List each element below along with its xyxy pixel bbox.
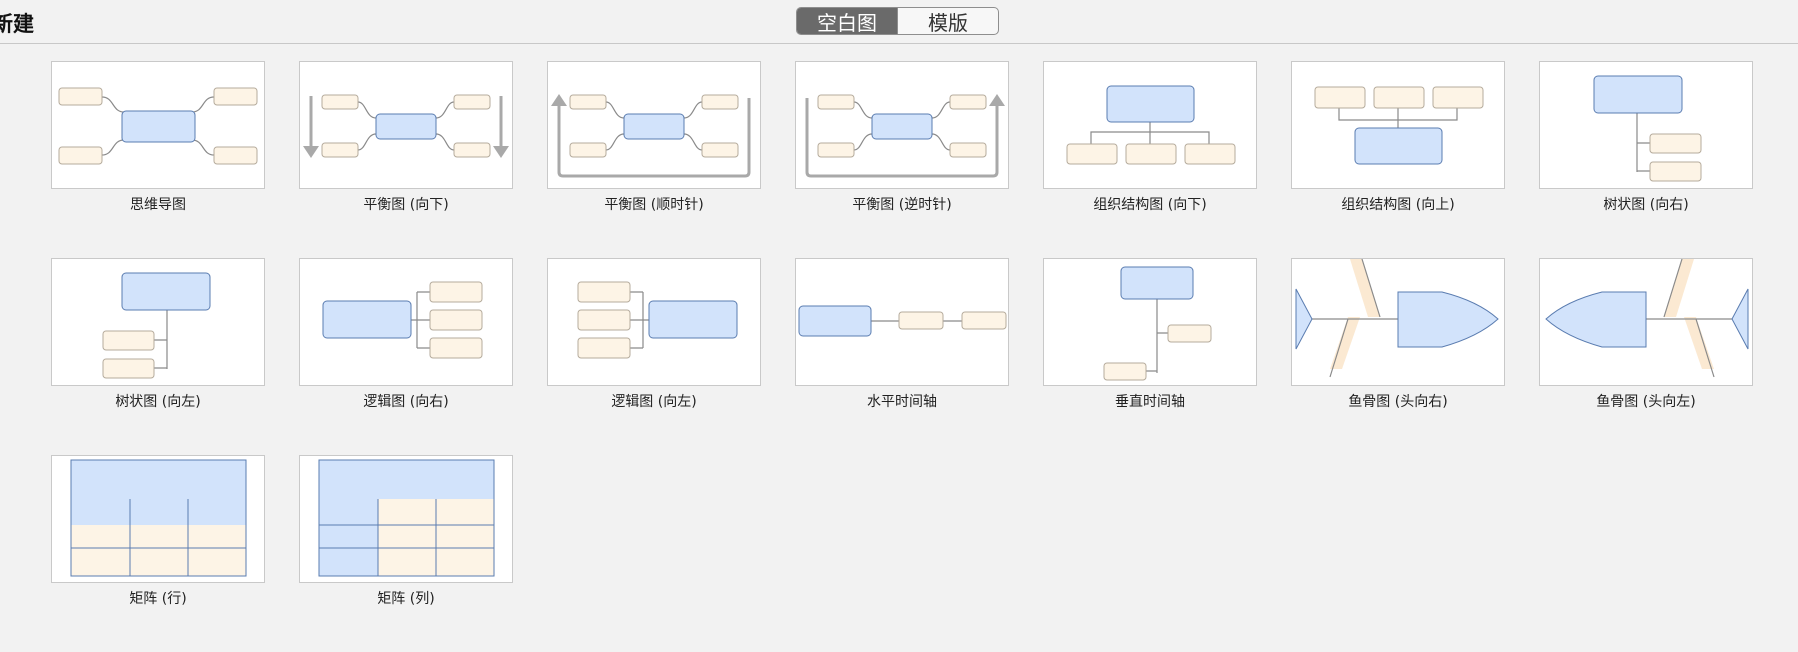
logic-right-icon [322,281,483,359]
balance-down-icon [303,94,509,158]
template-label: 树状图 (向左) [115,394,201,410]
templates-tab[interactable]: 模版 [897,8,998,34]
blank-diagram-tab[interactable]: 空白图 [797,8,897,34]
tree-left-icon [102,272,211,379]
org-chart-down-icon [1066,85,1236,165]
template-tile[interactable]: 逻辑图 (向左) [547,258,761,438]
template-thumbnail [1539,61,1753,189]
template-label: 组织结构图 (向下) [1093,197,1207,213]
matrix-rows-icon [70,459,247,577]
template-thumbnail [51,61,265,189]
template-thumbnail [1291,258,1505,386]
template-label: 水平时间轴 [867,394,937,410]
balance-clockwise-icon [551,94,751,178]
template-label: 组织结构图 (向上) [1341,197,1455,213]
template-tile[interactable]: 平衡图 (顺时针) [547,61,761,241]
template-tile[interactable]: 组织结构图 (向上) [1291,61,1505,241]
template-thumbnail [299,455,513,583]
template-thumbnail [51,455,265,583]
fishbone-right-icon [1295,259,1499,378]
template-thumbnail [795,258,1009,386]
template-thumbnail [547,61,761,189]
horizontal-timeline-icon [798,305,1007,337]
template-tile[interactable]: 平衡图 (向下) [299,61,513,241]
template-label: 鱼骨图 (头向左) [1596,394,1696,410]
template-tile[interactable]: 平衡图 (逆时针) [795,61,1009,241]
template-label: 平衡图 (向下) [363,197,449,213]
template-label: 平衡图 (顺时针) [604,197,704,213]
template-label: 垂直时间轴 [1115,394,1185,410]
template-tile[interactable]: 树状图 (向左) [51,258,265,438]
tree-right-icon [1593,75,1702,182]
template-thumbnail [299,258,513,386]
template-thumbnail [1539,258,1753,386]
template-label: 逻辑图 (向左) [611,394,697,410]
view-toggle: 空白图 模版 [796,7,999,35]
template-grid: 思维导图 平衡图 (向下) [51,61,1753,652]
balance-counterclockwise-icon [805,94,1005,178]
template-thumbnail [299,61,513,189]
template-tile[interactable]: 垂直时间轴 [1043,258,1257,438]
page-title: 新建 [0,12,34,36]
template-thumbnail [51,258,265,386]
template-thumbnail [547,258,761,386]
template-label: 树状图 (向右) [1603,197,1689,213]
template-tile[interactable]: 鱼骨图 (头向右) [1291,258,1505,438]
template-tile[interactable]: 组织结构图 (向下) [1043,61,1257,241]
template-label: 逻辑图 (向右) [363,394,449,410]
org-chart-up-icon [1314,86,1484,165]
template-label: 矩阵 (行) [129,591,187,607]
template-thumbnail [1291,61,1505,189]
template-tile[interactable]: 思维导图 [51,61,265,241]
template-thumbnail [1043,61,1257,189]
template-label: 鱼骨图 (头向右) [1348,394,1448,410]
template-thumbnail [795,61,1009,189]
template-label: 矩阵 (列) [377,591,435,607]
vertical-timeline-icon [1103,266,1212,381]
template-label: 平衡图 (逆时针) [852,197,952,213]
matrix-columns-icon [318,459,495,577]
template-tile[interactable]: 鱼骨图 (头向左) [1539,258,1753,438]
template-label: 思维导图 [130,197,186,213]
template-tile[interactable]: 逻辑图 (向右) [299,258,513,438]
logic-left-icon [577,281,738,359]
fishbone-left-icon [1545,259,1749,378]
template-tile[interactable]: 矩阵 (行) [51,455,265,635]
mindmap-icon [58,87,258,165]
top-bar: 新建 空白图 模版 [0,0,1798,44]
template-tile[interactable]: 树状图 (向右) [1539,61,1753,241]
template-tile[interactable]: 水平时间轴 [795,258,1009,438]
template-thumbnail [1043,258,1257,386]
template-tile[interactable]: 矩阵 (列) [299,455,513,635]
